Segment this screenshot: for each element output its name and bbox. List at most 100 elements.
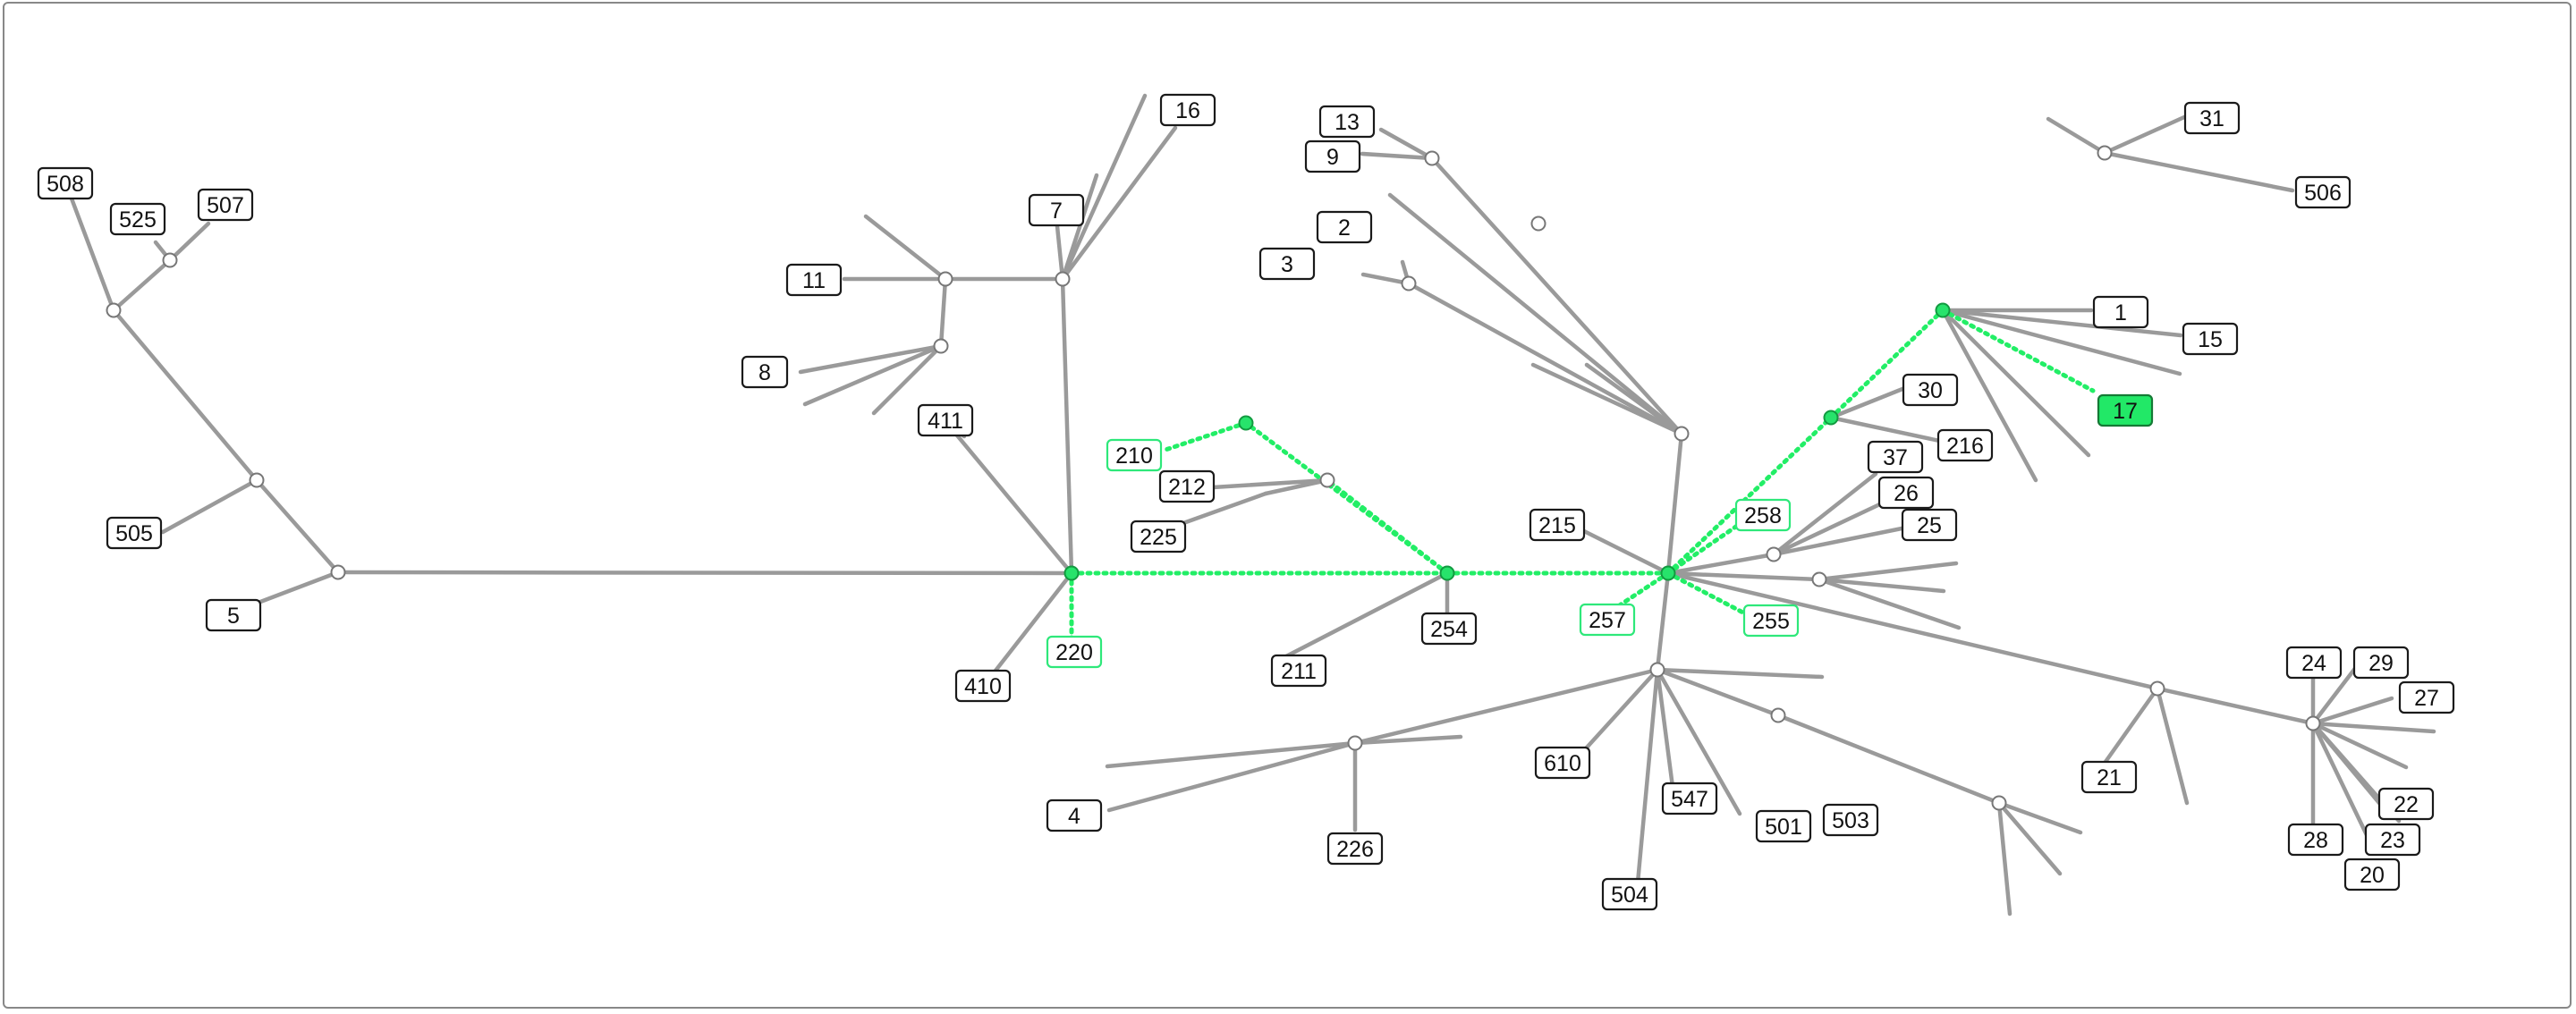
leaf-label-212[interactable]: 212 bbox=[1158, 469, 1216, 503]
tree-branch bbox=[160, 477, 259, 535]
leaf-label-215[interactable]: 215 bbox=[1529, 508, 1586, 542]
leaf-label-225[interactable]: 225 bbox=[1130, 520, 1187, 553]
tree-branch bbox=[1055, 224, 1065, 282]
leaf-label-2[interactable]: 2 bbox=[1316, 210, 1373, 244]
tree-branch bbox=[69, 196, 116, 313]
leaf-label-8[interactable]: 8 bbox=[741, 355, 789, 389]
tree-branch bbox=[1771, 523, 1918, 557]
leaf-label-37[interactable]: 37 bbox=[1867, 440, 1924, 474]
highlighted-internal-node[interactable] bbox=[1439, 565, 1455, 581]
leaf-label-507[interactable]: 507 bbox=[197, 188, 254, 222]
leaf-label-text: 1 bbox=[2114, 300, 2127, 325]
leaf-label-20[interactable]: 20 bbox=[2343, 858, 2401, 891]
highlighted-internal-node[interactable] bbox=[1823, 410, 1839, 426]
leaf-label-box bbox=[1258, 247, 1316, 281]
internal-node[interactable] bbox=[1811, 571, 1827, 587]
internal-node[interactable] bbox=[1991, 795, 2007, 811]
leaf-label-text: 410 bbox=[964, 674, 1002, 699]
leaf-label-22[interactable]: 22 bbox=[2377, 787, 2435, 821]
leaf-label-411[interactable]: 411 bbox=[917, 403, 974, 437]
internal-node[interactable] bbox=[1401, 275, 1417, 292]
leaf-label-211[interactable]: 211 bbox=[1270, 654, 1327, 688]
internal-node[interactable] bbox=[2149, 680, 2165, 697]
leaf-label-505[interactable]: 505 bbox=[106, 516, 163, 550]
leaf-label-15[interactable]: 15 bbox=[2182, 322, 2239, 356]
tree-branch bbox=[2102, 150, 2295, 193]
highlighted-internal-node[interactable] bbox=[1063, 565, 1080, 581]
leaf-label-3[interactable]: 3 bbox=[1258, 247, 1316, 281]
leaf-label-4[interactable]: 4 bbox=[1046, 799, 1103, 832]
leaf-label-610[interactable]: 610 bbox=[1534, 746, 1591, 780]
internal-node[interactable] bbox=[1766, 546, 1782, 562]
internal-node[interactable] bbox=[1770, 707, 1786, 723]
leaf-label-27[interactable]: 27 bbox=[2398, 680, 2455, 714]
leaf-label-23[interactable]: 23 bbox=[2364, 823, 2421, 857]
leaf-label-7[interactable]: 7 bbox=[1028, 193, 1085, 227]
leaf-label-254[interactable]: 254 bbox=[1420, 612, 1478, 646]
leaf-label-525[interactable]: 525 bbox=[109, 202, 166, 236]
highlighted-path-branch bbox=[1828, 308, 1945, 420]
tree-branch bbox=[1360, 272, 1411, 286]
leaf-label-255[interactable]: 255 bbox=[1742, 604, 1800, 638]
internal-node[interactable] bbox=[1530, 215, 1546, 232]
leaf-label-13[interactable]: 13 bbox=[1318, 105, 1376, 139]
leaf-label-box bbox=[2294, 175, 2351, 209]
internal-node[interactable] bbox=[933, 338, 949, 354]
leaf-label-226[interactable]: 226 bbox=[1326, 832, 1384, 866]
leaf-label-5[interactable]: 5 bbox=[205, 598, 262, 632]
internal-node[interactable] bbox=[1424, 150, 1440, 166]
highlighted-internal-node[interactable] bbox=[1935, 302, 1951, 318]
leaf-label-text: 7 bbox=[1050, 199, 1063, 224]
leaf-label-text: 29 bbox=[2368, 651, 2394, 676]
leaf-label-28[interactable]: 28 bbox=[2287, 823, 2344, 857]
leaf-label-547[interactable]: 547 bbox=[1661, 782, 1718, 815]
leaf-label-25[interactable]: 25 bbox=[1901, 508, 1958, 542]
leaf-label-220[interactable]: 220 bbox=[1046, 635, 1103, 669]
leaf-label-1[interactable]: 1 bbox=[2092, 295, 2149, 329]
leaf-label-26[interactable]: 26 bbox=[1877, 476, 1935, 510]
internal-node[interactable] bbox=[106, 302, 122, 318]
leaf-label-24[interactable]: 24 bbox=[2285, 646, 2343, 680]
internal-node[interactable] bbox=[330, 564, 346, 580]
leaf-label-503[interactable]: 503 bbox=[1822, 803, 1879, 837]
leaf-label-box bbox=[1601, 877, 1658, 911]
internal-node[interactable] bbox=[162, 252, 178, 268]
leaf-label-508[interactable]: 508 bbox=[37, 166, 94, 200]
internal-node[interactable] bbox=[2097, 145, 2113, 161]
tree-branch bbox=[1775, 713, 2002, 806]
highlighted-internal-node[interactable] bbox=[1238, 415, 1254, 431]
leaf-label-210[interactable]: 210 bbox=[1106, 438, 1163, 472]
leaf-label-text: 4 bbox=[1068, 804, 1080, 829]
leaf-label-501[interactable]: 501 bbox=[1755, 809, 1812, 843]
leaf-label-11[interactable]: 11 bbox=[785, 263, 843, 297]
leaf-label-16[interactable]: 16 bbox=[1159, 93, 1216, 127]
tree-branch bbox=[2094, 686, 2160, 777]
internal-node[interactable] bbox=[937, 271, 953, 287]
highlighted-path-branch bbox=[1940, 308, 2096, 393]
highlighted-internal-node[interactable] bbox=[1660, 565, 1676, 581]
leaf-label-504[interactable]: 504 bbox=[1601, 877, 1658, 911]
leaf-label-216[interactable]: 216 bbox=[1936, 428, 1994, 462]
internal-node[interactable] bbox=[1347, 735, 1363, 751]
leaf-label-30[interactable]: 30 bbox=[1902, 373, 1959, 407]
leaf-label-31[interactable]: 31 bbox=[2183, 101, 2241, 135]
leaf-label-257[interactable]: 257 bbox=[1579, 603, 1636, 637]
leaf-label-21[interactable]: 21 bbox=[2080, 760, 2138, 794]
leaf-label-506[interactable]: 506 bbox=[2294, 175, 2351, 209]
leaf-label-box bbox=[2097, 393, 2154, 427]
leaf-label-258[interactable]: 258 bbox=[1734, 498, 1792, 532]
internal-node[interactable] bbox=[1674, 426, 1690, 442]
leaf-label-410[interactable]: 410 bbox=[954, 669, 1012, 703]
leaf-label-17[interactable]: 17 bbox=[2097, 393, 2154, 427]
leaf-label-29[interactable]: 29 bbox=[2352, 646, 2410, 680]
internal-node[interactable] bbox=[249, 472, 265, 488]
tree-branch bbox=[942, 418, 1074, 576]
internal-node[interactable] bbox=[1319, 472, 1335, 488]
tree-branch bbox=[2102, 114, 2187, 156]
internal-node[interactable] bbox=[1649, 662, 1665, 678]
leaf-label-9[interactable]: 9 bbox=[1304, 139, 1361, 173]
internal-node[interactable] bbox=[2305, 715, 2321, 731]
internal-node[interactable] bbox=[1055, 271, 1071, 287]
leaf-label-text: 258 bbox=[1744, 503, 1782, 528]
